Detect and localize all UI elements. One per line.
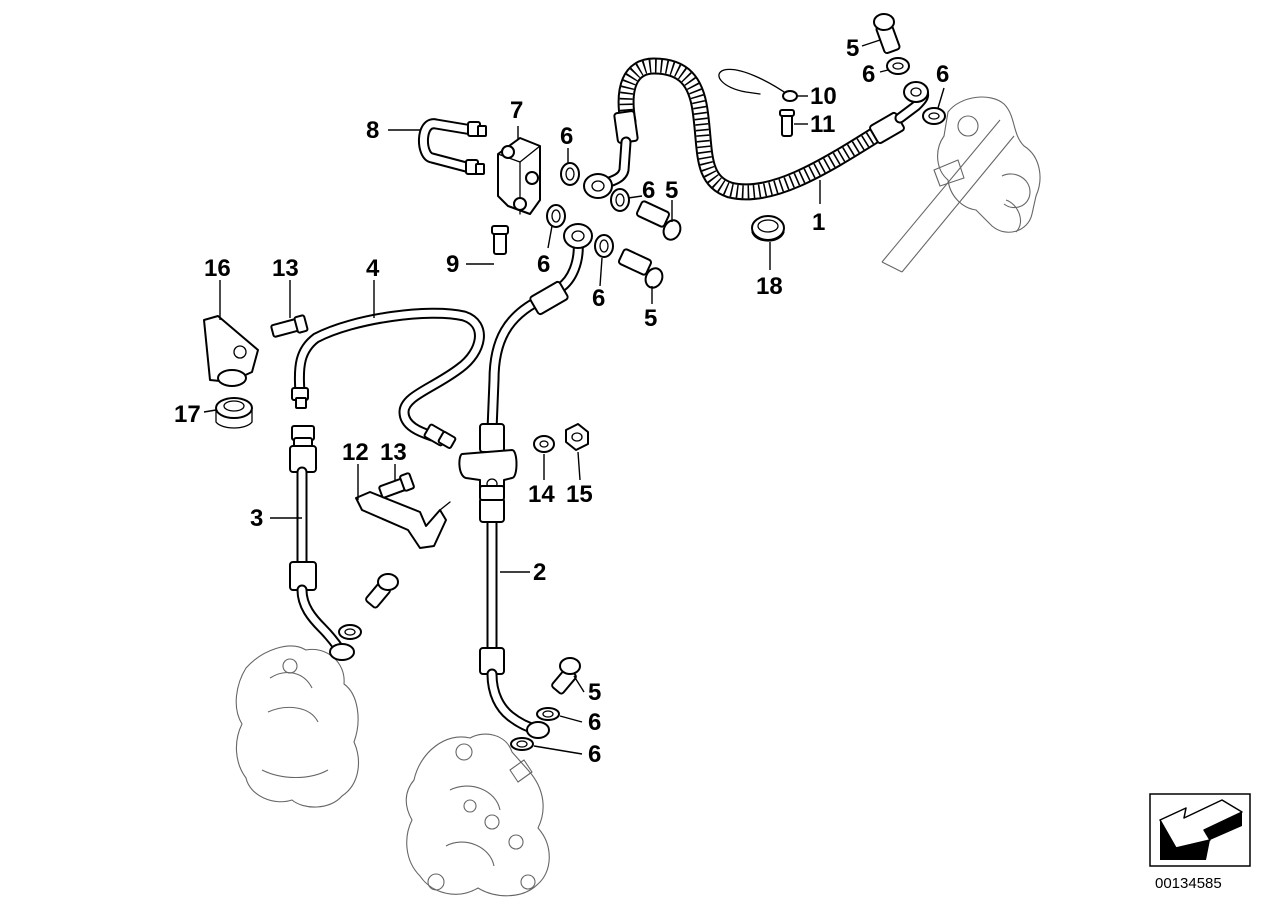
banjo-fittings [563, 81, 929, 249]
grommet-17 [215, 397, 253, 429]
right-caliper-outline [405, 733, 550, 897]
sealing-washers [338, 57, 946, 751]
brake-hose-3 [289, 425, 355, 661]
bolt-9 [491, 225, 509, 255]
callout-6: 6 [588, 709, 601, 736]
hose-t-piece [458, 449, 518, 501]
washer-14 [533, 435, 555, 453]
direction-arrow-icon [1159, 799, 1243, 860]
bracket-16 [203, 315, 259, 387]
callout-15: 15 [566, 481, 593, 508]
callout-2: 2 [533, 559, 546, 586]
distribution-block-7 [497, 137, 541, 215]
bolt-13-upper [270, 314, 309, 338]
brake-hose-1 [592, 57, 930, 201]
callout-9: 9 [446, 251, 459, 278]
callout-labels: 1 2 3 4 5 5 5 5 6 6 6 6 6 6 6 6 7 8 9 10… [174, 35, 949, 768]
callout-6: 6 [642, 177, 655, 204]
leader-lines [203, 39, 945, 755]
callout-6: 6 [936, 61, 949, 88]
callout-6: 6 [560, 123, 573, 150]
callout-12: 12 [342, 439, 369, 466]
screw-11 [779, 109, 795, 137]
grommet-18 [751, 215, 785, 242]
callout-5: 5 [588, 679, 601, 706]
nut-15 [565, 423, 589, 451]
callout-6: 6 [592, 285, 605, 312]
callout-5: 5 [644, 305, 657, 332]
callout-5: 5 [846, 35, 859, 62]
u-pipe-8 [417, 118, 487, 175]
callout-10: 10 [810, 83, 837, 110]
callout-11: 11 [810, 111, 835, 138]
callout-13: 13 [272, 255, 299, 282]
callout-14: 14 [528, 481, 555, 508]
bracket-12 [355, 491, 451, 549]
callout-6: 6 [537, 251, 550, 278]
callout-1: 1 [812, 209, 825, 236]
callout-18: 18 [756, 273, 783, 300]
drawing-number: 00134585 [1155, 875, 1222, 892]
callout-16: 16 [204, 255, 231, 282]
brake-hose-4 [291, 307, 485, 449]
callout-4: 4 [366, 255, 380, 282]
left-caliper-outline [235, 645, 359, 808]
callout-6: 6 [588, 741, 601, 768]
spring-clip-10 [718, 68, 798, 102]
brake-hose-2 [479, 234, 584, 739]
callout-8: 8 [366, 117, 379, 144]
callout-3: 3 [250, 505, 263, 532]
banjo-bolts [365, 13, 901, 695]
orientation-arrow-box [1149, 793, 1251, 867]
callout-5: 5 [665, 177, 678, 204]
callout-6: 6 [862, 61, 875, 88]
callout-13: 13 [380, 439, 407, 466]
callout-7: 7 [510, 97, 523, 124]
bolt-13-lower [378, 472, 415, 499]
callout-17: 17 [174, 401, 201, 428]
master-cylinder-outline [881, 96, 1041, 273]
